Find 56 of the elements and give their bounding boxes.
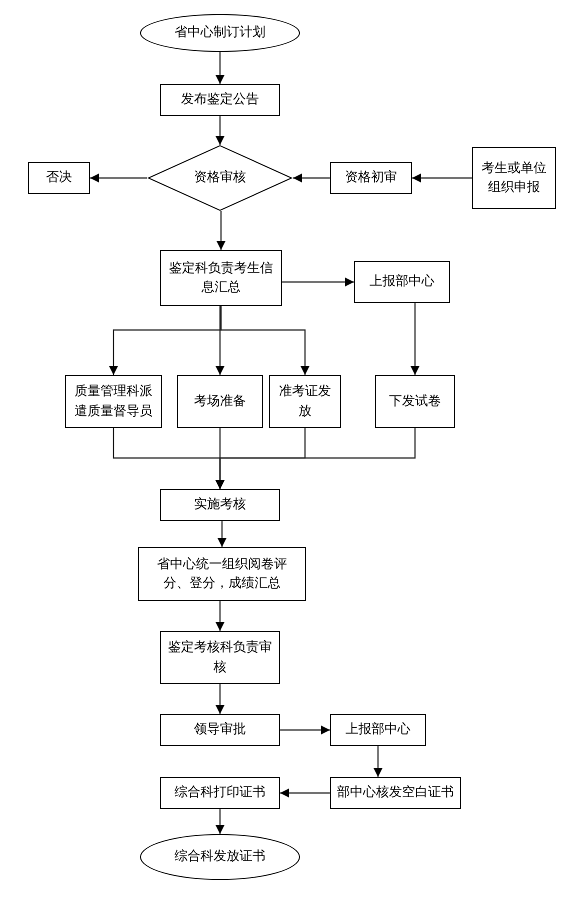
node-label: 资格审核 <box>194 169 246 188</box>
arrow <box>412 174 472 182</box>
node-label: 质量管理科派遣质量督导员 <box>74 383 154 420</box>
node-label: 综合科打印证书 <box>174 784 266 802</box>
arrow <box>216 601 224 631</box>
node-label: 否决 <box>46 169 72 188</box>
arrow <box>293 174 330 182</box>
arrow <box>216 684 224 714</box>
arrow <box>410 303 420 375</box>
arrow <box>282 278 354 286</box>
process-box <box>160 714 280 746</box>
process-box <box>354 261 450 303</box>
arrow <box>216 306 224 375</box>
node-label: 鉴定科负责考生信息汇总 <box>168 260 274 297</box>
node-label: 资格初审 <box>345 169 397 188</box>
arrow <box>218 521 226 547</box>
node-label: 省中心统一组织阅卷评分、登分，成绩汇总 <box>156 556 288 593</box>
node-label: 实施考核 <box>194 496 246 514</box>
process-box <box>177 375 263 428</box>
process-box <box>375 375 455 428</box>
arrow <box>280 788 330 798</box>
process-box <box>65 375 162 428</box>
node-label: 考场准备 <box>194 392 246 411</box>
node-label: 考生或单位组织申报 <box>480 160 548 197</box>
process-box <box>160 84 280 116</box>
node-label: 准考证发放 <box>278 383 332 420</box>
decision-diamond <box>147 145 293 211</box>
arrow <box>216 116 224 145</box>
process-box <box>330 714 426 746</box>
process-box <box>472 147 556 209</box>
process-box <box>160 489 280 521</box>
arrow <box>216 211 226 250</box>
process-box <box>160 777 280 809</box>
process-box <box>138 547 306 601</box>
arrow <box>216 52 224 84</box>
arrow <box>220 306 310 375</box>
node-label: 省中心制订计划 <box>174 24 266 42</box>
node-label: 下发试卷 <box>389 392 441 411</box>
arrow <box>216 428 416 489</box>
arrow <box>280 726 330 734</box>
process-box <box>330 777 461 809</box>
arrow <box>216 809 224 834</box>
node-label: 部中心核发空白证书 <box>337 784 454 802</box>
node-label: 发布鉴定公告 <box>181 91 259 110</box>
node-label: 领导审批 <box>194 721 246 740</box>
process-box <box>160 631 280 684</box>
node-label: 上报部中心 <box>346 721 410 740</box>
node-label: 综合科发放证书 <box>174 848 266 866</box>
arrow <box>90 174 147 182</box>
node-label: 鉴定考核科负责审核 <box>167 639 273 676</box>
process-box <box>330 162 412 194</box>
process-box <box>269 375 341 428</box>
process-box <box>28 162 90 194</box>
process-box <box>160 250 282 306</box>
node-label: 上报部中心 <box>370 273 434 292</box>
arrow <box>374 746 382 777</box>
